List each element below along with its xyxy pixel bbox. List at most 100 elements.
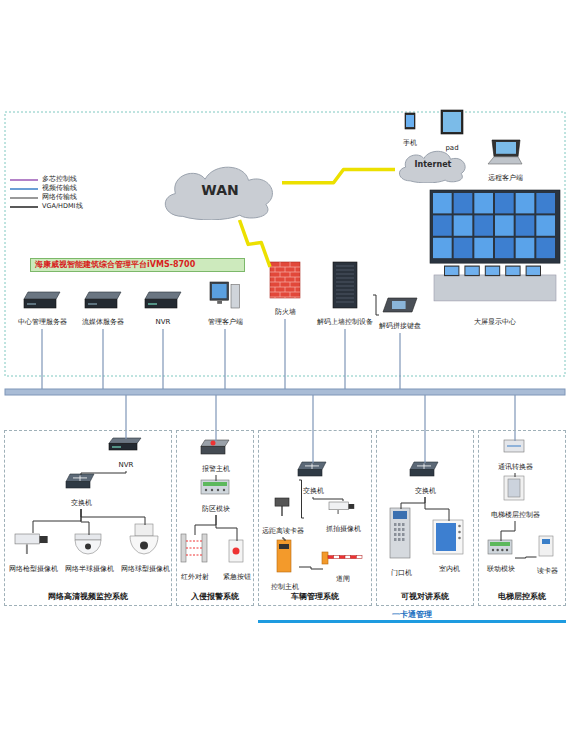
subsystem-box: 报警主机防区模块红外对射紧急按钮入侵报警系统 bbox=[176, 430, 254, 606]
icon-part bbox=[433, 215, 452, 235]
connector-line bbox=[33, 509, 81, 533]
node-label: Internet bbox=[415, 160, 452, 170]
device-label: 通讯转换器 bbox=[498, 463, 533, 471]
device-icon bbox=[130, 524, 158, 554]
device-label: 手机 bbox=[403, 139, 417, 147]
icon-part bbox=[345, 556, 351, 559]
device-node: 解码拼接键盘 bbox=[379, 298, 421, 332]
icon-part bbox=[402, 528, 405, 531]
icon-part bbox=[211, 441, 216, 446]
device-label: 远程客户端 bbox=[488, 174, 523, 182]
connector-line bbox=[81, 471, 126, 475]
device-icon bbox=[383, 298, 417, 312]
icon-part bbox=[474, 215, 493, 235]
icon-part bbox=[394, 533, 397, 536]
icon-stroke bbox=[280, 272, 281, 277]
legend-text: 多芯控制线 bbox=[42, 176, 77, 184]
icon-part bbox=[85, 299, 117, 308]
device-icon bbox=[270, 262, 300, 298]
icon-stroke bbox=[280, 282, 281, 287]
device-icon bbox=[298, 462, 326, 476]
bus-drop bbox=[344, 329, 345, 389]
legend-text: VGA/HDMI线 bbox=[42, 203, 83, 211]
node-label: 一卡通管理 bbox=[392, 610, 432, 620]
device-node: 交换机 bbox=[67, 475, 95, 509]
subsystem-title: 车辆管理系统 bbox=[291, 592, 339, 602]
icon-part bbox=[410, 470, 434, 476]
device-icon bbox=[275, 498, 289, 516]
bus-drop bbox=[125, 395, 126, 439]
icon-part bbox=[433, 193, 452, 213]
device-node: 交换机 bbox=[411, 463, 439, 497]
device-node: 联动模块 bbox=[487, 541, 515, 575]
device-label: 读卡器 bbox=[537, 567, 558, 575]
device-label: 报警主机 bbox=[202, 465, 230, 473]
icon-part bbox=[298, 470, 322, 476]
device-label: 防火墙 bbox=[275, 308, 296, 316]
bus-drop bbox=[514, 395, 515, 441]
icon-part bbox=[433, 520, 463, 554]
card-system-bar: 一卡通管理 bbox=[258, 609, 566, 623]
connector-line bbox=[501, 521, 515, 541]
icon-part bbox=[351, 556, 357, 559]
node-label: 海康威视智能建筑综合管理平台iVMS-8700 bbox=[35, 260, 195, 270]
icon-part bbox=[383, 298, 417, 312]
icon-part bbox=[402, 538, 405, 541]
icon-part bbox=[516, 193, 535, 213]
device-label: NVR bbox=[119, 461, 134, 469]
icon-part bbox=[109, 438, 141, 443]
cloud-outline bbox=[399, 151, 465, 183]
icon-part bbox=[436, 523, 456, 551]
device-node: 读卡器 bbox=[537, 537, 558, 577]
icon-part bbox=[536, 215, 555, 235]
icon-stroke bbox=[275, 297, 276, 298]
device-label: 门口机 bbox=[391, 569, 412, 577]
icon-part bbox=[394, 528, 397, 531]
icon-part bbox=[398, 533, 401, 536]
icon-stroke bbox=[285, 277, 286, 282]
icon-part bbox=[233, 548, 240, 555]
cloud-outline bbox=[165, 167, 272, 220]
icon-part bbox=[203, 482, 227, 486]
icon-part bbox=[527, 267, 540, 275]
icon-stroke bbox=[424, 464, 425, 470]
device-icon bbox=[405, 113, 415, 129]
icon-part bbox=[542, 539, 550, 544]
icon-part bbox=[398, 528, 401, 531]
icon-part bbox=[270, 262, 300, 298]
device-node: 解码上墙控制设备 bbox=[317, 262, 373, 328]
device-icon bbox=[539, 536, 553, 556]
icon-part bbox=[24, 299, 56, 308]
device-label: 防区模块 bbox=[202, 505, 230, 513]
icon-part bbox=[339, 556, 345, 559]
device-node: 网络枪型摄像机 bbox=[9, 533, 58, 575]
icon-part bbox=[334, 556, 340, 559]
icon-part bbox=[490, 542, 510, 546]
device-icon bbox=[441, 110, 463, 134]
connector-line bbox=[401, 497, 425, 509]
device-icon bbox=[201, 440, 229, 454]
icon-part bbox=[488, 540, 512, 554]
subsystem-box: 交换机远距离读卡器抓拍摄像机控制主机道闸车辆管理系统 bbox=[258, 430, 372, 606]
icon-part bbox=[66, 482, 90, 488]
legend-line-sample bbox=[10, 188, 38, 190]
device-node: 防区模块 bbox=[202, 481, 230, 515]
icon-part bbox=[394, 523, 397, 526]
icon-stroke bbox=[186, 541, 202, 542]
icon-stroke bbox=[275, 267, 276, 272]
icon-stroke bbox=[27, 304, 36, 305]
device-icon bbox=[430, 190, 560, 301]
icon-part bbox=[433, 238, 452, 258]
device-node: 红外对射 bbox=[181, 535, 209, 583]
device-node: 通讯转换器 bbox=[498, 441, 533, 473]
device-node: 网络半球摄像机 bbox=[65, 535, 114, 575]
icon-part bbox=[485, 266, 500, 277]
bus-drop bbox=[162, 329, 163, 389]
device-node: pad bbox=[441, 110, 463, 154]
icon-part bbox=[229, 540, 243, 562]
icon-part bbox=[454, 215, 473, 235]
connector-line bbox=[515, 473, 516, 477]
icon-stroke bbox=[275, 277, 276, 282]
